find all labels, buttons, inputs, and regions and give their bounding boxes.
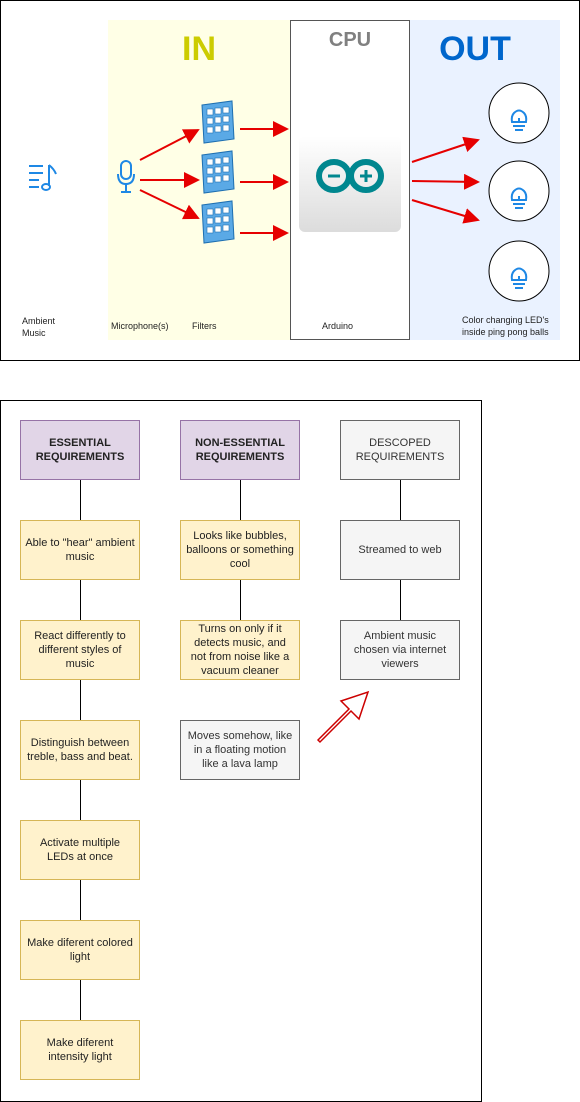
descope-arrow-icon <box>316 690 370 744</box>
music-icon <box>29 164 57 191</box>
arrow-cpu-to-led-3 <box>411 199 480 224</box>
out-title: OUT <box>439 30 511 68</box>
label-filters: Filters <box>192 321 217 331</box>
descoped-requirement-item: Ambient music chosen via internet viewer… <box>340 620 460 680</box>
essential-requirements-header: ESSENTIAL REQUIREMENTS <box>20 420 140 480</box>
arrow-cpu-to-led-2 <box>411 173 480 190</box>
led-ball-icon <box>488 240 550 302</box>
descoped-requirement-item: Streamed to web <box>340 520 460 580</box>
essential-requirement-item: Able to "hear" ambient music <box>20 520 140 580</box>
label-arduino: Arduino <box>322 321 354 331</box>
non-essential-requirements-header: NON-ESSENTIAL REQUIREMENTS <box>180 420 300 480</box>
filter-icon <box>201 200 235 244</box>
arrow-cpu-to-led-1 <box>411 136 480 163</box>
signal-arrows <box>139 121 480 241</box>
led-ball-icon <box>488 82 550 144</box>
cpu-title: CPU <box>328 29 372 51</box>
essential-requirement-item: Activate multiple LEDs at once <box>20 820 140 880</box>
filter-icon <box>201 100 235 144</box>
label-ambient-music: Ambient Music <box>22 316 56 338</box>
microphone-icon <box>117 160 135 193</box>
arduino-logo-icon <box>316 159 384 193</box>
non-essential-requirement-item: Looks like bubbles, balloons or somethin… <box>180 520 300 580</box>
label-leds: Color changing LED's inside ping pong ba… <box>462 315 549 337</box>
label-microphones: Microphone(s) <box>111 321 169 331</box>
arrow-mic-to-filter-1 <box>139 129 200 161</box>
arduino-board <box>299 136 401 232</box>
filter-icon <box>201 150 235 194</box>
in-title: IN <box>182 30 216 68</box>
non-essential-requirement-item: Turns on only if it detects music, and n… <box>180 620 300 680</box>
essential-requirement-item: React differently to different styles of… <box>20 620 140 680</box>
non-essential-requirement-item: Moves somehow, like in a floating motion… <box>180 720 300 780</box>
led-ball-icon <box>488 160 550 222</box>
essential-requirement-item: Distinguish between treble, bass and bea… <box>20 720 140 780</box>
descoped-requirements-header: DESCOPED REQUIREMENTS <box>340 420 460 480</box>
essential-requirement-item: Make diferent intensity light <box>20 1020 140 1080</box>
essential-requirement-item: Make diferent colored light <box>20 920 140 980</box>
arrow-mic-to-filter-3 <box>139 189 200 220</box>
